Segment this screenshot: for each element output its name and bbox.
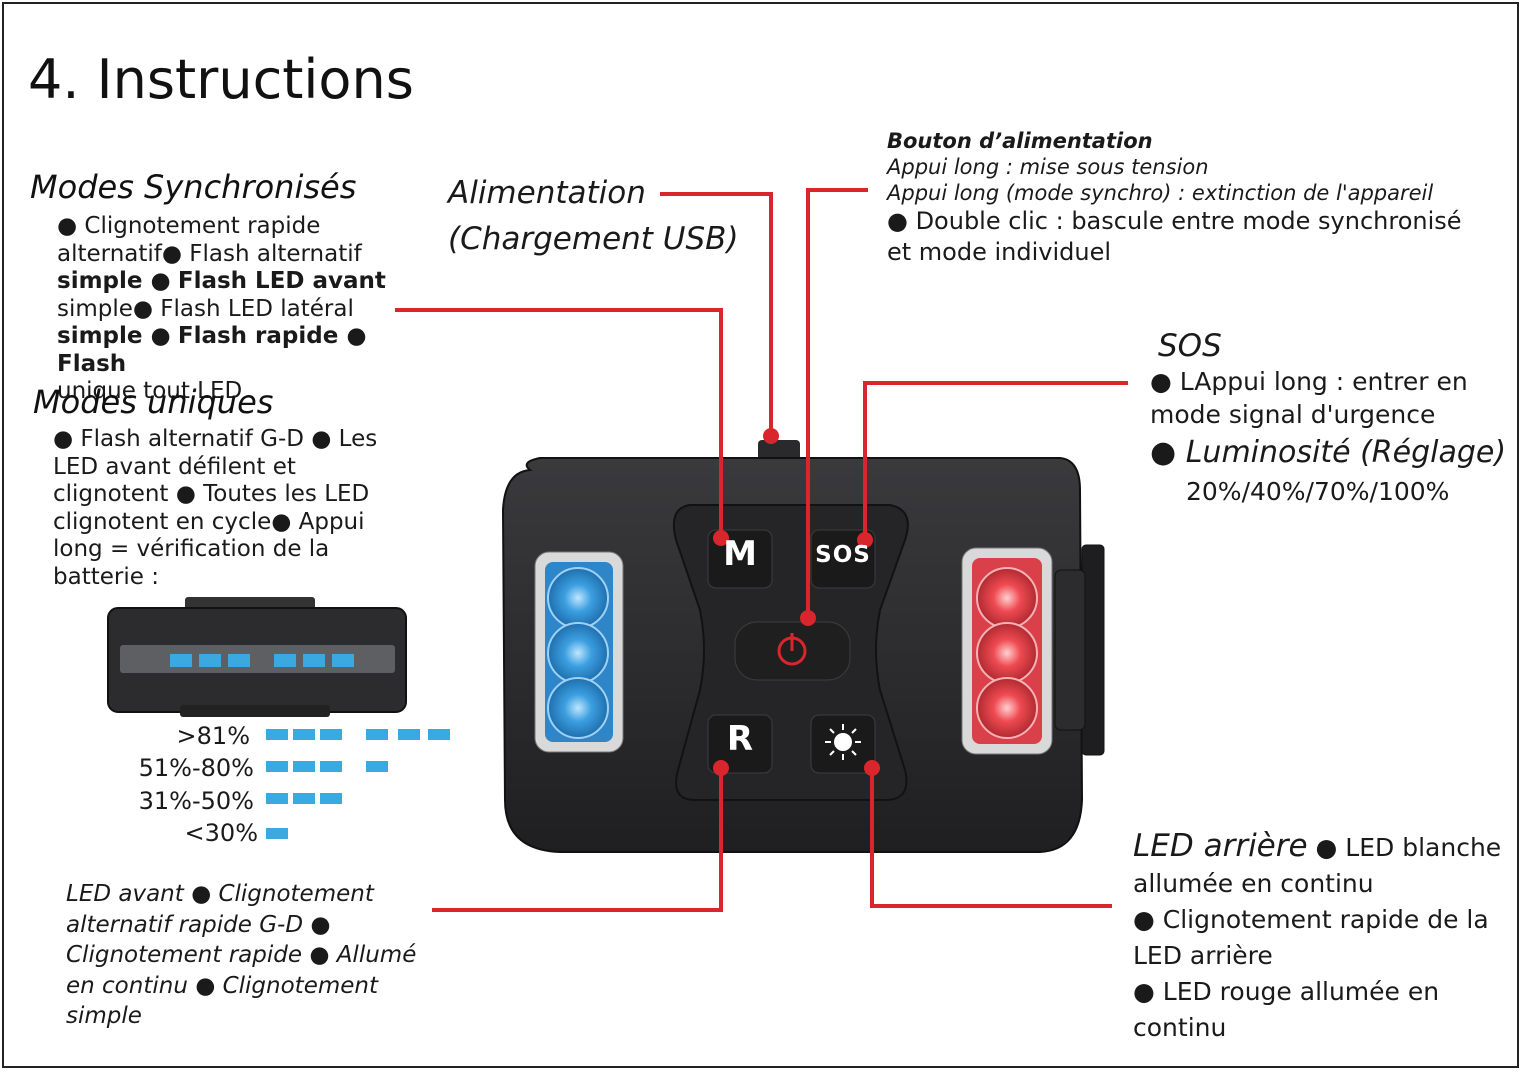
modes-uniques-line-6: batterie : <box>53 563 159 590</box>
callout-dots <box>713 428 880 776</box>
power-button-heading: Bouton d’alimentation <box>887 129 1153 153</box>
sos-button[interactable]: SOS <box>815 542 871 568</box>
power-button-line-3: ● Double clic : bascule entre mode synch… <box>887 207 1462 235</box>
led-arriere-line-4: LED arrière <box>1133 941 1273 970</box>
red-led-1 <box>976 567 1038 629</box>
battery-level-label: 51%-80% <box>138 754 254 782</box>
led-avant-line-5: simple <box>66 1003 142 1029</box>
sun-icon <box>825 724 861 760</box>
red-led-3 <box>976 677 1038 739</box>
modes-uniques-line-2: LED avant défilent et <box>53 453 296 480</box>
r-button[interactable]: R <box>726 719 754 759</box>
modes-sync-line-3: simple ● Flash LED avant <box>57 268 386 294</box>
sos-line-2: mode signal d'urgence <box>1150 400 1436 429</box>
modes-sync-line-6: unique tout LED <box>57 378 243 404</box>
led-avant-text: LED avant ● Clignotement alternatif rapi… <box>66 879 426 1032</box>
led-avant-line-2: alternatif rapide G-D ● <box>66 911 331 938</box>
led-arriere-line-5: ● LED rouge allumée en <box>1133 977 1440 1006</box>
modes-sync-line-1: ● Clignotement rapide <box>57 213 321 239</box>
modes-sync-line-4: simple● Flash LED latéral <box>57 295 354 322</box>
alimentation-label: Alimentation (Chargement USB) <box>448 170 739 262</box>
modes-sync-text: ● Clignotement rapide alternatif● Flash … <box>57 213 397 406</box>
led-avant-line-3: Clignotement rapide ● Allumé <box>66 942 417 968</box>
led-arriere-heading: LED arrière <box>1133 828 1308 864</box>
power-button-line-4: et mode individuel <box>887 238 1112 266</box>
modes-uniques-line-4: clignotent en cycle● Appui <box>53 508 365 535</box>
alimentation-line-1: Alimentation <box>448 175 646 211</box>
sos-line-1: ● LAppui long : entrer en <box>1150 367 1468 396</box>
led-arriere-line-3: ● Clignotement rapide de la <box>1133 905 1489 934</box>
led-arriere-line-0: LED arrière ● LED blanche <box>1133 828 1502 864</box>
modes-uniques-line-3: clignotent ● Toutes les LED <box>53 481 370 507</box>
power-button-description: Bouton d’alimentation Appui long : mise … <box>887 128 1512 268</box>
led-avant-line-4: en continu ● Clignotement <box>66 972 378 999</box>
modes-uniques-line-5: long = vérification de la <box>53 536 330 562</box>
blue-led-3 <box>547 677 609 739</box>
battery-bars <box>266 729 450 839</box>
led-arriere-text: LED arrière ● LED blanche allumée en con… <box>1133 828 1513 1046</box>
blue-led-1 <box>547 567 609 629</box>
blue-led-2 <box>547 622 609 684</box>
m-button[interactable]: M <box>723 534 757 574</box>
led-arriere-line-2: allumée en continu <box>1133 869 1374 898</box>
battery-level-label: >81% <box>176 722 250 750</box>
led-avant-line-1: LED avant ● Clignotement <box>66 881 374 907</box>
battery-level-label: <30% <box>184 819 258 847</box>
modes-sync-heading: Modes Synchronisés <box>30 168 357 206</box>
modes-uniques-text: ● Flash alternatif G-D ● Les LED avant d… <box>53 426 393 591</box>
power-button-line-2: Appui long (mode synchro) : extinction d… <box>887 181 1434 205</box>
modes-uniques-heading: Modes uniques <box>33 383 274 421</box>
modes-sync-line-2: alternatif● Flash alternatif <box>57 240 362 267</box>
sos-text: ● LAppui long : entrer en mode signal d'… <box>1150 365 1510 508</box>
headlamp-illustration <box>501 440 1105 853</box>
page-title: 4. Instructions <box>28 48 414 111</box>
power-button-line-1: Appui long : mise sous tension <box>887 155 1209 179</box>
modes-uniques-line-1: ● Flash alternatif G-D ● Les <box>53 426 378 452</box>
r-button-shape <box>707 714 773 774</box>
sos-heading: SOS <box>1158 328 1222 364</box>
callout-lines <box>395 188 1128 912</box>
usb-port-cap <box>758 440 800 462</box>
battery-level-label: 31%-50% <box>138 787 254 815</box>
led-arriere-line-6: continu <box>1133 1013 1227 1042</box>
sos-line-4: 20%/40%/70%/100% <box>1186 477 1450 506</box>
modes-sync-line-5: simple ● Flash rapide ● Flash <box>57 323 367 377</box>
red-led-2 <box>976 622 1038 684</box>
side-clip-inner <box>1054 569 1086 731</box>
battery-device-illustration <box>107 597 407 717</box>
sos-line-3: ● Luminosité (Réglage) <box>1150 435 1507 470</box>
alimentation-line-2: (Chargement USB) <box>448 221 739 257</box>
